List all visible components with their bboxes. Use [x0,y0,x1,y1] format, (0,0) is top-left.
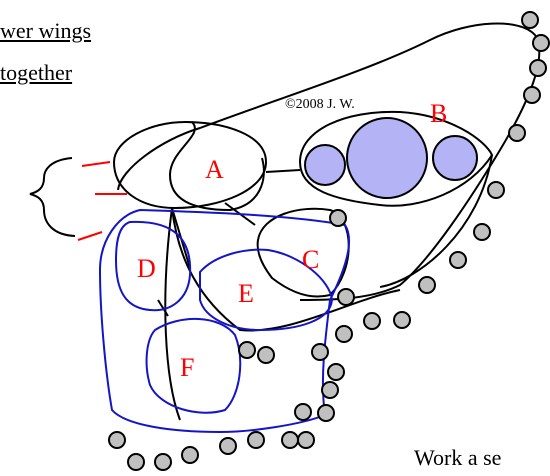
eyespot-right [432,135,478,181]
copyright-text: ©2008 J. W. [285,97,355,112]
edge-spot [449,251,467,269]
wing-base-cell [112,120,268,210]
edge-spot [154,453,172,471]
region-e-cell [199,248,334,332]
edge-spot [321,381,339,399]
edge-spot [257,346,275,364]
edge-spot [297,431,315,449]
edge-spot [247,431,265,449]
tick-1 [81,161,111,167]
region-label-c: C [302,245,319,274]
eyespot-left [304,144,346,186]
edge-spots [108,11,550,471]
edge-spot [337,288,355,306]
edge-spot [108,431,126,449]
region-label-b: B [430,99,447,128]
region-b-vein [379,154,493,288]
edge-spot [418,276,436,294]
eyespot-center [346,117,428,199]
vein-1 [265,169,301,173]
edge-spot [327,363,345,381]
vein-5 [157,299,169,317]
caption-bottom: Work a se [414,445,502,470]
edge-spot [294,403,312,421]
edge-spot [127,453,145,471]
vein-6 [164,207,181,421]
edge-spot [473,223,491,241]
edge-spot [238,341,256,359]
edge-spot [281,431,299,449]
region-label-e: E [238,279,254,308]
region-label-a: A [205,155,224,184]
tick-3 [77,231,103,241]
edge-spot [529,59,547,77]
region-label-d: D [137,254,156,283]
edge-spot [532,34,550,52]
region-d-cell [114,220,192,312]
edge-spot [508,124,526,142]
caption-line-1: wer wings [0,18,92,43]
edge-spot [311,343,329,361]
edge-spot [523,86,541,104]
edge-spot [393,311,411,329]
edge-spot [335,325,353,343]
region-a-cell [168,121,265,212]
forewing-outline [117,22,541,301]
edge-spot [317,404,335,422]
vein-4 [171,207,401,332]
region-label-f: F [180,353,194,382]
edge-spot [363,312,381,330]
edge-spot [521,11,539,29]
region-f-cell [145,318,242,414]
edge-spot [487,181,505,199]
wing-bracket [29,157,76,237]
edge-spot [219,437,237,455]
caption-line-2: together [0,60,73,85]
edge-spot [329,209,347,227]
edge-spot [181,446,199,464]
